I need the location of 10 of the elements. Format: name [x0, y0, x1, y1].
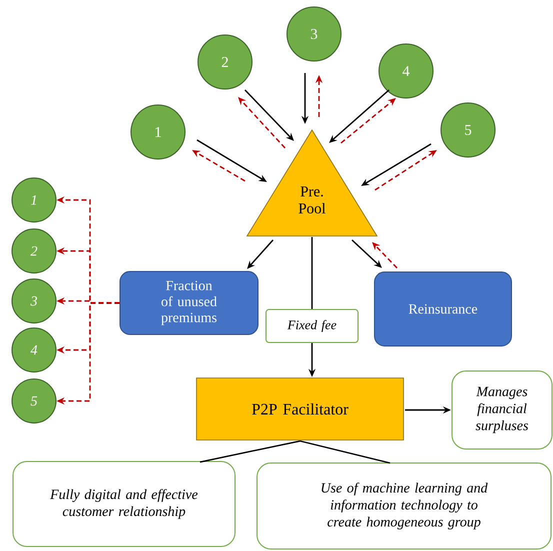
connector-line: [300, 440, 390, 464]
connector-line: [200, 440, 300, 463]
fee-box: Fixed fee: [266, 309, 358, 343]
connector-line: [311, 237, 313, 309]
note-box: Use of machine learning and information technology to create homogeneous group: [256, 462, 552, 550]
process-box: Fraction of unused premiums: [120, 271, 258, 335]
process-box: Reinsurance: [374, 272, 512, 346]
facilitator-box: P2P Facilitator: [196, 378, 404, 440]
note-box: Manages financial surpluses: [452, 370, 552, 450]
note-box: Fully digital and effective customer relationship: [12, 461, 236, 547]
